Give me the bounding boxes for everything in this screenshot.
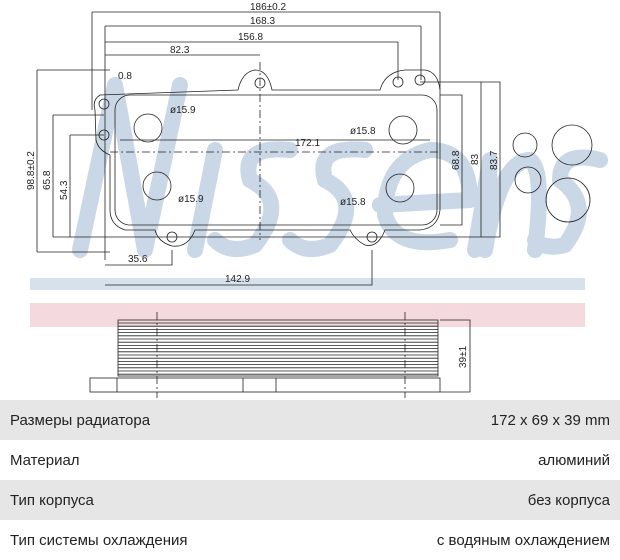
brand-watermark-logo bbox=[72, 77, 608, 258]
spec-label: Тип системы охлаждения bbox=[10, 531, 188, 549]
dim-98: 98.8±0.2 bbox=[26, 151, 37, 190]
dim-172: 172.1 bbox=[295, 138, 320, 149]
gasket-small bbox=[512, 132, 538, 158]
spec-value: 172 x 69 x 39 mm bbox=[490, 411, 610, 429]
gasket bbox=[551, 124, 593, 166]
gasket-small bbox=[514, 166, 542, 194]
spec-row: Тип системы охлаждения с водяным охлажден… bbox=[0, 520, 620, 560]
dim-68: 68.8 bbox=[451, 150, 462, 170]
spec-label: Размеры радиатора bbox=[10, 411, 151, 429]
plate-outline bbox=[93, 69, 441, 247]
blue-bar bbox=[30, 278, 585, 290]
dim-83-7: 83.7 bbox=[489, 150, 500, 170]
dim-168: 168.3 bbox=[250, 16, 275, 27]
spec-table: Размеры радиатора 172 x 69 x 39 mm Матери… bbox=[0, 400, 620, 560]
top-view bbox=[36, 11, 593, 286]
hole-4: ø15.8 bbox=[340, 197, 366, 208]
spec-row: Тип корпуса без корпуса bbox=[0, 480, 620, 520]
spec-value: с водяным охлаждением bbox=[436, 531, 610, 549]
gasket-large bbox=[545, 177, 591, 223]
hole-2: ø15.8 bbox=[350, 126, 376, 137]
hole-3: ø15.9 bbox=[178, 194, 204, 205]
dim-142: 142.9 bbox=[225, 274, 250, 285]
dim-39: 39±1 bbox=[458, 345, 469, 368]
dim-186: 186±0.2 bbox=[250, 2, 287, 13]
dim-83: 83 bbox=[470, 153, 481, 165]
dim-0-8: 0.8 bbox=[118, 71, 132, 82]
spec-value: без корпуса bbox=[527, 491, 610, 509]
dim-65: 65.8 bbox=[42, 170, 53, 190]
hole-1: ø15.9 bbox=[170, 105, 196, 116]
dim-35: 35.6 bbox=[128, 254, 148, 265]
technical-drawing: 186±0.2 168.3 156.8 82.3 0.8 172.1 ø15.9… bbox=[26, 2, 608, 398]
dim-156: 156.8 bbox=[238, 32, 263, 43]
dim-54: 54.3 bbox=[59, 180, 70, 200]
side-view bbox=[89, 312, 471, 398]
spec-row: Материал алюминий bbox=[0, 440, 620, 480]
dim-82: 82.3 bbox=[170, 45, 190, 56]
spec-value: алюминий bbox=[538, 451, 610, 469]
spec-row: Размеры радиатора 172 x 69 x 39 mm bbox=[0, 400, 620, 440]
spec-label: Тип корпуса bbox=[10, 491, 94, 509]
spec-label: Материал bbox=[10, 451, 80, 469]
